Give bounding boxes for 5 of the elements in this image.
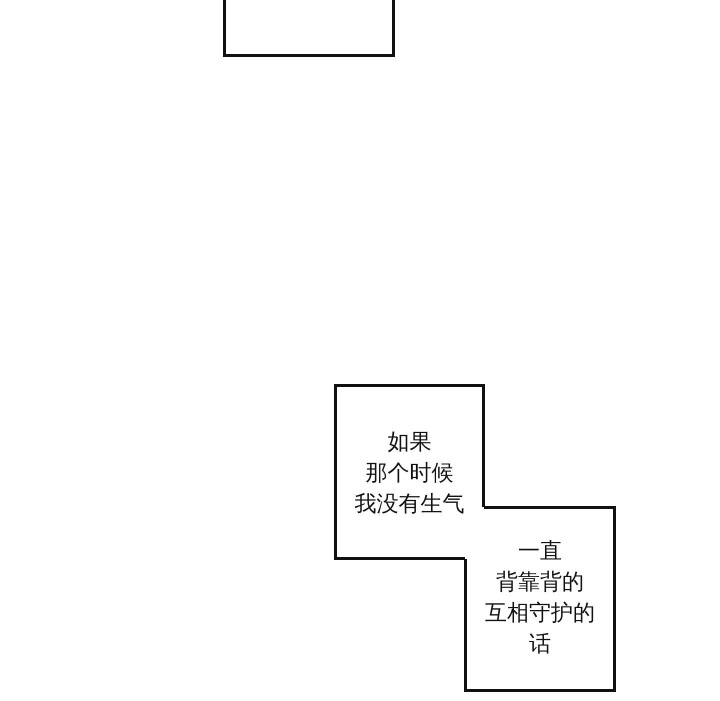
comic-panel (223, 0, 395, 57)
caption-text: 一直背靠背的互相守护的话 (484, 538, 596, 659)
caption-box (464, 506, 616, 692)
caption-text: 如果那个时候我没有生气 (354, 429, 466, 519)
caption-box (334, 384, 485, 560)
